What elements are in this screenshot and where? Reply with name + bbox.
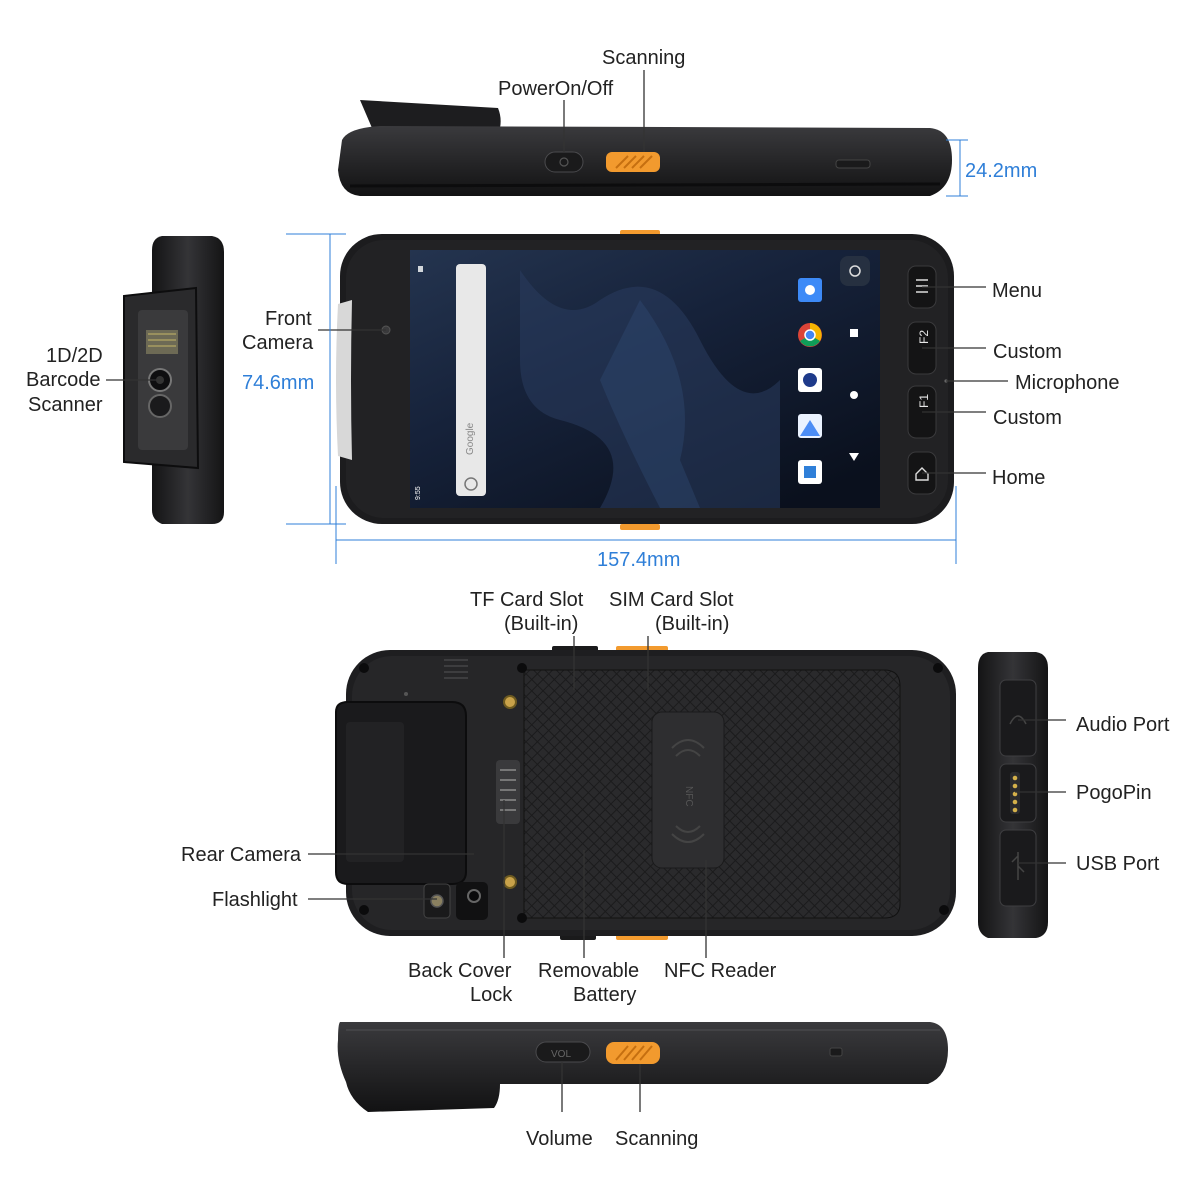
status-time: 9:55	[415, 486, 422, 500]
label-rear-camera: Rear Camera	[181, 844, 302, 866]
label-front-camera-1: Front	[265, 308, 312, 330]
nfc-zone	[651, 711, 725, 869]
dim-thickness: 24.2mm	[965, 160, 1037, 182]
front-view: Google 9:55 F2 F1	[336, 230, 954, 530]
label-lock-1: Back Cover	[408, 960, 512, 982]
label-sim-1: SIM Card Slot	[609, 589, 734, 611]
flashlight-led	[430, 894, 444, 908]
scanner-end-view	[123, 236, 224, 524]
top-edge-view	[338, 100, 952, 196]
power-button	[544, 151, 584, 173]
label-tf-2: (Built-in)	[504, 613, 578, 635]
bottom-edge-view: VOL	[337, 1022, 949, 1112]
menu-icon	[916, 279, 928, 293]
label-nfc-reader: NFC Reader	[664, 960, 777, 982]
rear-camera-lens	[467, 889, 481, 903]
label-sim-2: (Built-in)	[655, 613, 729, 635]
search-widget-brand: Google	[465, 422, 476, 455]
back-cover-lock	[496, 760, 520, 824]
label-scanner-1: 1D/2D	[46, 345, 103, 367]
label-scanner-3: Scanner	[28, 394, 103, 416]
label-microphone: Microphone	[1015, 372, 1120, 394]
back-view: NFC	[335, 646, 956, 940]
label-flashlight: Flashlight	[212, 889, 298, 911]
label-power: PowerOn/Off	[498, 78, 614, 100]
label-usb: USB Port	[1076, 853, 1160, 875]
settings-gear-icon	[849, 265, 861, 277]
side-grip-highlight	[336, 300, 352, 460]
label-tf-1: TF Card Slot	[470, 589, 584, 611]
speaker-grille	[444, 659, 468, 679]
length-dimension: 157.4mm	[335, 486, 957, 571]
headphone-icon	[1009, 715, 1027, 725]
label-battery-2: Battery	[573, 984, 636, 1006]
right-end-view	[978, 652, 1048, 938]
label-scanning-top: Scanning	[602, 47, 685, 69]
scan-button-bottom	[606, 1042, 660, 1064]
label-custom-f2: Custom	[993, 341, 1062, 363]
height-dimension: 74.6mm	[242, 233, 346, 525]
label-lock-2: Lock	[470, 984, 513, 1006]
label-custom-f1: Custom	[993, 407, 1062, 429]
label-menu: Menu	[992, 280, 1042, 302]
label-pogo: PogoPin	[1076, 782, 1152, 804]
label-volume: Volume	[526, 1128, 593, 1150]
scan-button-top	[606, 152, 660, 172]
label-scanning-bottom: Scanning	[615, 1128, 698, 1150]
label-home: Home	[992, 467, 1045, 489]
audio-port-cover	[999, 679, 1037, 757]
key-f2-text: F2	[917, 330, 931, 344]
volume-key	[535, 1041, 591, 1063]
dim-length: 157.4mm	[597, 549, 680, 571]
label-front-camera-2: Camera	[242, 332, 314, 354]
pogo-pin-contacts	[1012, 791, 1018, 797]
usb-icon	[1011, 852, 1025, 880]
label-scanner-2: Barcode	[26, 369, 101, 391]
circle-nav-icon	[850, 391, 858, 399]
thickness-dimension: 24.2mm	[946, 139, 1037, 197]
label-audio: Audio Port	[1076, 714, 1170, 736]
vol-mark: VOL	[551, 1049, 571, 1060]
label-battery-1: Removable	[538, 960, 639, 982]
search-icon	[464, 477, 478, 491]
dim-height: 74.6mm	[242, 372, 314, 394]
nfc-mark: NFC	[683, 786, 694, 807]
key-f1-text: F1	[917, 394, 931, 408]
triangle-nav-icon	[849, 453, 859, 461]
square-nav-icon	[850, 329, 858, 337]
home-icon	[915, 467, 929, 481]
search-widget	[456, 264, 486, 496]
